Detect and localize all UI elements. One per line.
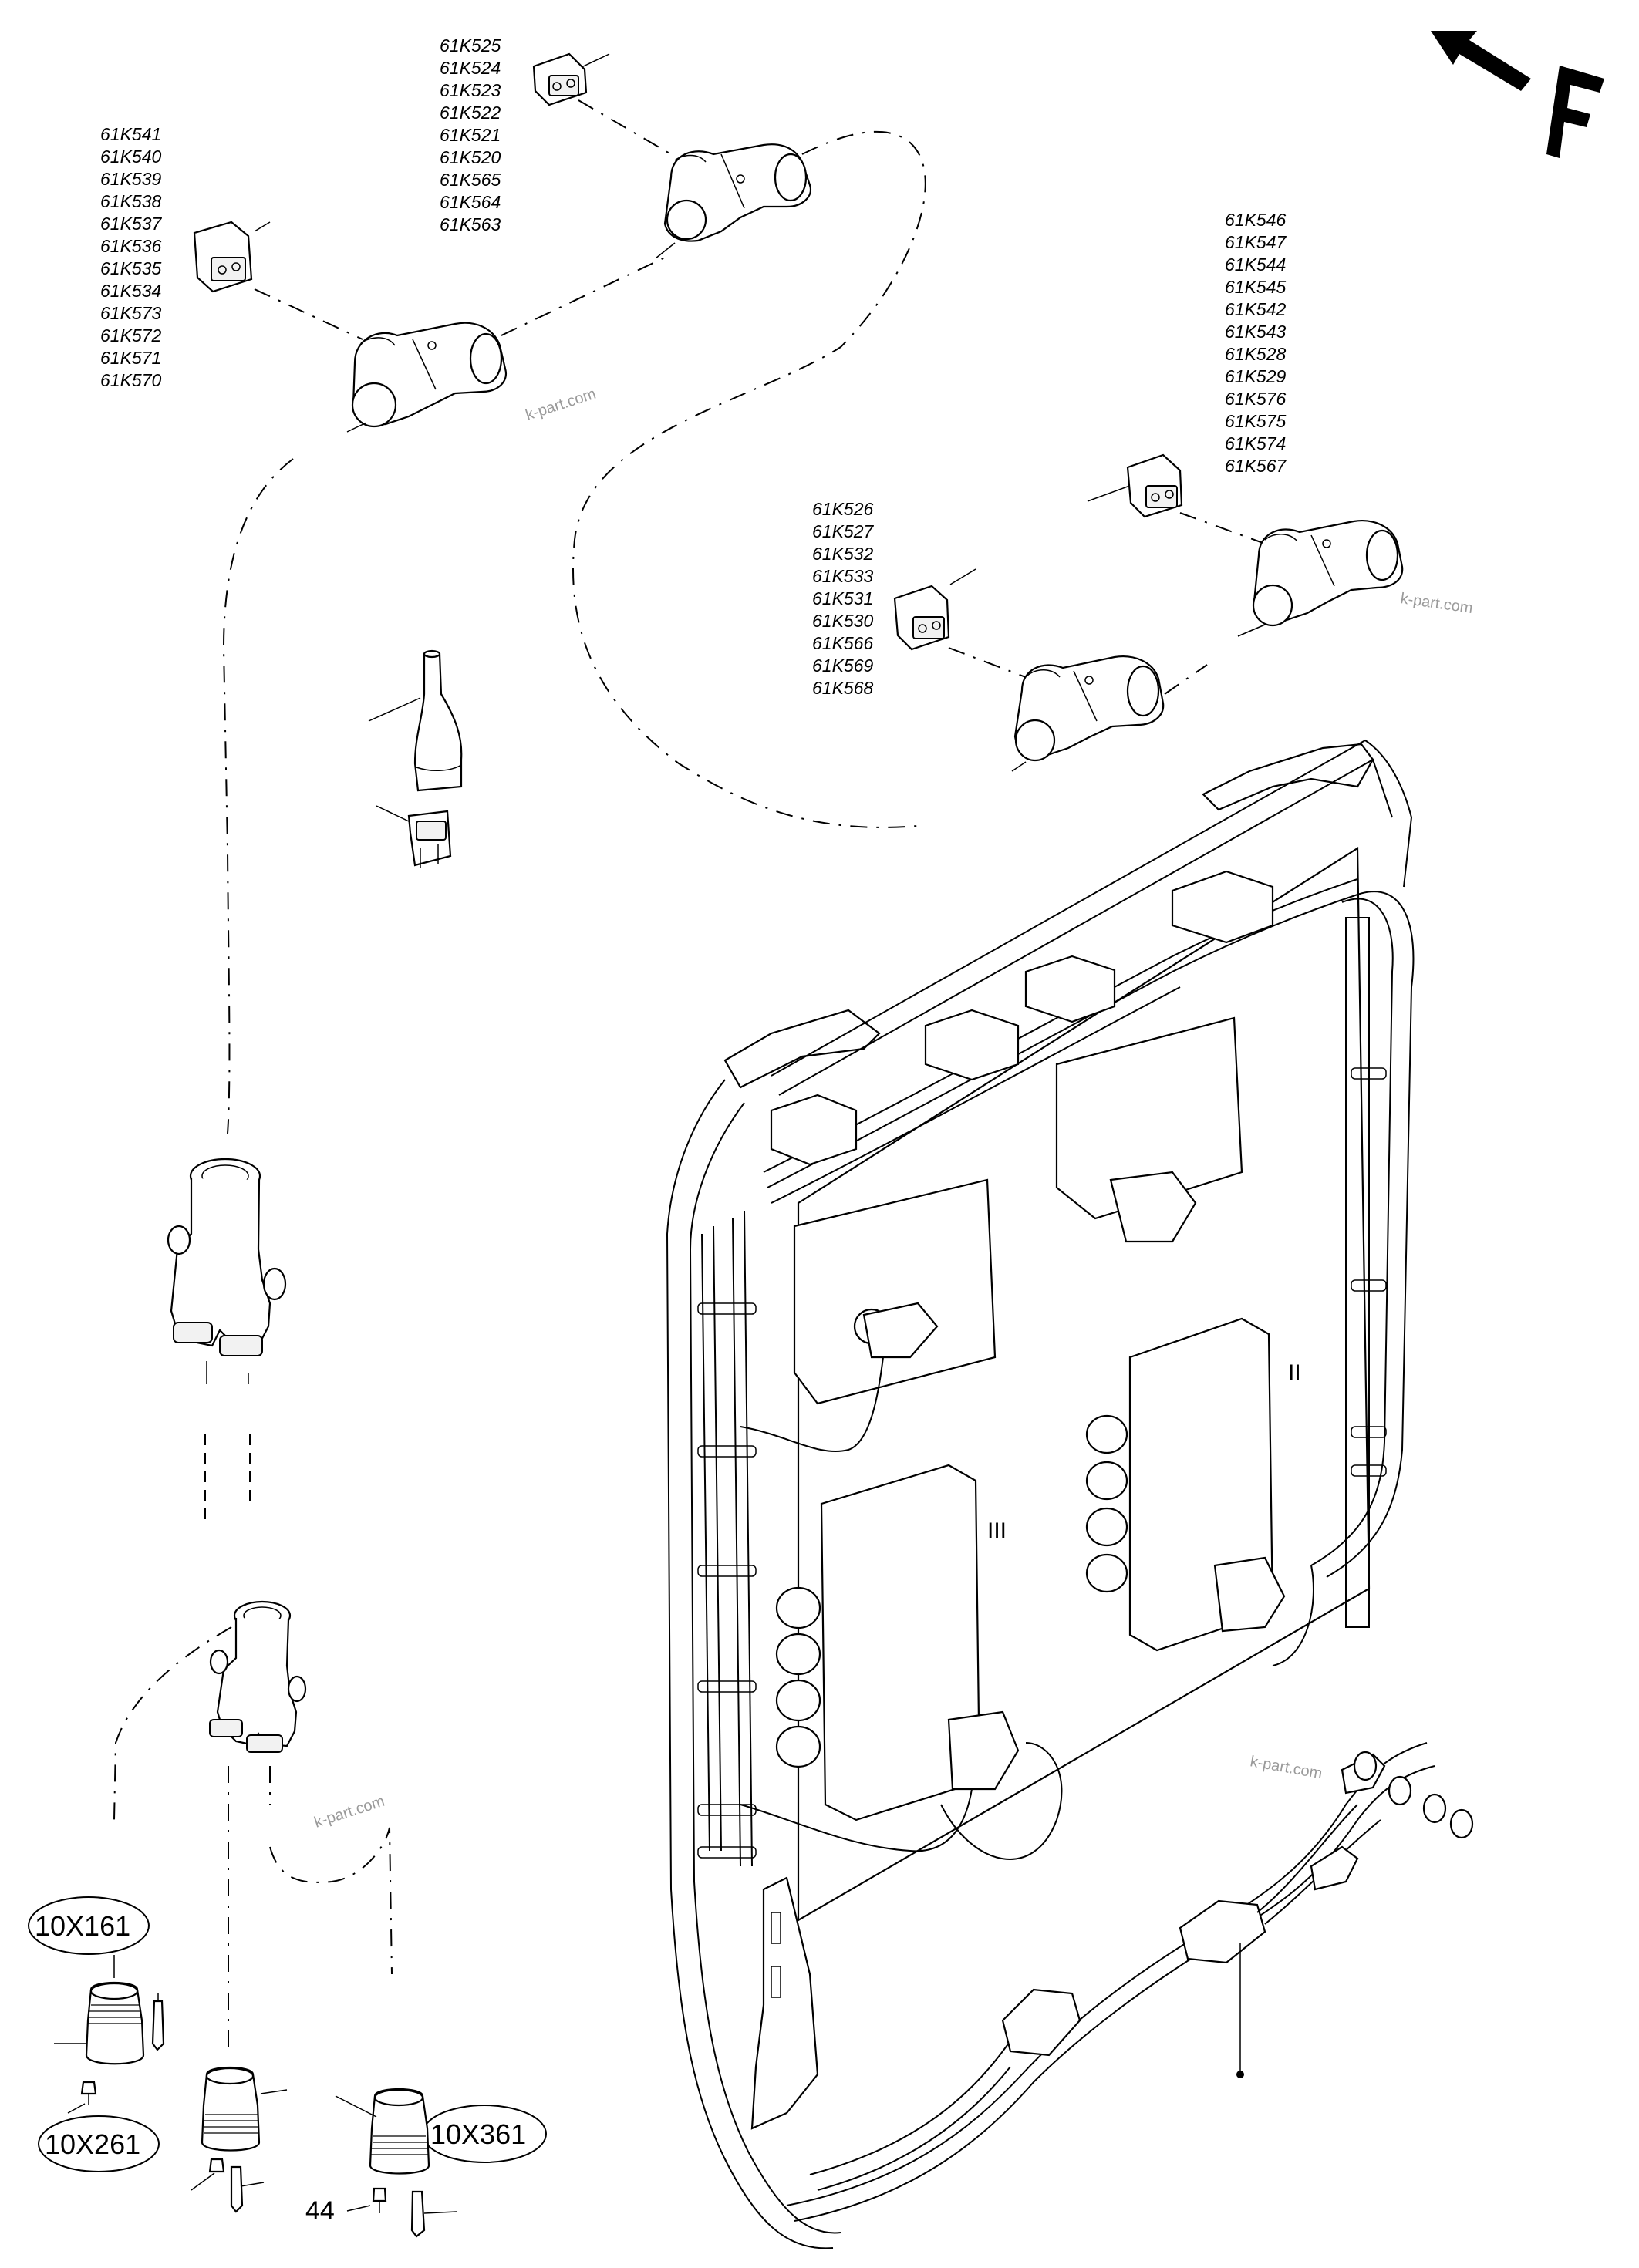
part-code: 61K546 bbox=[1225, 210, 1287, 230]
part-code: 61K533 bbox=[812, 566, 874, 586]
valve-section-mark: III bbox=[987, 1518, 1007, 1544]
part-code: 61K543 bbox=[1225, 322, 1287, 342]
wire-route-loop bbox=[572, 130, 926, 828]
part-code: 61K545 bbox=[1225, 277, 1287, 297]
part-code: 61K576 bbox=[1225, 389, 1287, 409]
watermark: k-part.com bbox=[312, 1793, 387, 1832]
valve-frame-assembly: III II I bbox=[666, 739, 1415, 2249]
y-adapter-large bbox=[167, 1158, 287, 1384]
solenoid-module bbox=[770, 870, 1274, 1166]
valve-block-upper-right bbox=[1055, 1016, 1243, 1243]
part-code: 61K527 bbox=[812, 521, 875, 541]
valve-section-mark: I bbox=[964, 1191, 970, 1216]
part-code: 61K522 bbox=[440, 103, 501, 123]
t-connector-top-left bbox=[346, 322, 508, 433]
t-connector-top-center bbox=[655, 143, 812, 259]
connector-label: 10X161 bbox=[35, 1910, 130, 1942]
small-plug bbox=[376, 805, 452, 868]
part-code: 61K564 bbox=[440, 192, 501, 212]
watermark: k-part.com bbox=[1249, 1753, 1324, 1782]
part-code: 61K566 bbox=[812, 633, 874, 653]
part-code: 61K565 bbox=[440, 170, 501, 190]
part-code: 61K531 bbox=[812, 588, 873, 608]
part-code: 61K521 bbox=[440, 125, 501, 145]
connector-10x161: 10X161 bbox=[28, 1896, 165, 2114]
plug-connector-top-center bbox=[532, 52, 610, 106]
part-code: 61K529 bbox=[1225, 366, 1287, 386]
part-code: 61K542 bbox=[1225, 299, 1287, 319]
part-code: 61K525 bbox=[440, 35, 501, 56]
part-code: 61K539 bbox=[100, 169, 162, 189]
part-code: 61K538 bbox=[100, 191, 162, 211]
lower-wiring-harness bbox=[786, 1742, 1474, 2222]
wire-route-left bbox=[222, 458, 294, 1134]
valve-block-upper-left bbox=[793, 1178, 997, 1405]
item-number-44: 44 bbox=[305, 2196, 371, 2226]
part-code: 61K567 bbox=[1225, 456, 1287, 476]
part-code: 61K532 bbox=[812, 544, 874, 564]
part-code: 61K569 bbox=[812, 655, 874, 676]
part-code: 61K535 bbox=[100, 258, 162, 278]
label-group-top-center: 61K525 61K524 61K523 61K522 61K521 61K52… bbox=[440, 35, 501, 234]
t-connector-middle bbox=[1011, 655, 1165, 772]
part-code: 61K574 bbox=[1225, 433, 1286, 453]
label-group-top-left: 61K541 61K540 61K539 61K538 61K537 61K53… bbox=[100, 124, 163, 390]
part-code: 61K573 bbox=[100, 303, 162, 323]
valve-section-mark: II bbox=[1288, 1360, 1301, 1386]
part-code: 61K528 bbox=[1225, 344, 1287, 364]
part-code: 61K547 bbox=[1225, 232, 1287, 252]
part-code: 61K523 bbox=[440, 80, 501, 100]
connector-10x361: 10X361 bbox=[335, 2088, 547, 2238]
part-code: 61K530 bbox=[812, 611, 874, 631]
y-adapter-small bbox=[209, 1600, 307, 1753]
part-code: 61K571 bbox=[100, 348, 161, 368]
part-code: 61K526 bbox=[812, 499, 874, 519]
front-direction-arrow: F bbox=[1431, 28, 1622, 158]
adapter-leader-lines bbox=[113, 1434, 393, 2051]
part-code: 61K520 bbox=[440, 147, 501, 167]
watermark: k-part.com bbox=[1399, 590, 1474, 617]
valve-block-ii: II bbox=[1085, 1317, 1301, 1652]
connector-label: 10X261 bbox=[45, 2128, 140, 2160]
plug-connector-top-left bbox=[193, 221, 271, 293]
part-code: 61K541 bbox=[100, 124, 161, 144]
part-code: 61K575 bbox=[1225, 411, 1287, 431]
watermark: k-part.com bbox=[524, 386, 599, 424]
rubber-boot bbox=[368, 649, 463, 792]
part-code: 61K536 bbox=[100, 236, 162, 256]
part-code: 61K544 bbox=[1225, 254, 1286, 275]
part-code: 61K568 bbox=[812, 678, 874, 698]
connector-label: 10X361 bbox=[430, 2118, 526, 2150]
plug-connector-middle bbox=[893, 568, 976, 651]
plug-connector-right bbox=[1087, 453, 1183, 518]
connector-10x261: 10X261 bbox=[38, 2066, 288, 2213]
front-arrow-label: F bbox=[1620, 28, 1622, 32]
valve-block-iii: III bbox=[775, 1464, 1020, 1821]
part-code: 61K534 bbox=[100, 281, 161, 301]
part-code: 61K563 bbox=[440, 214, 501, 234]
part-code: 61K572 bbox=[100, 325, 162, 345]
t-connector-right bbox=[1237, 520, 1404, 637]
part-code: 61K537 bbox=[100, 214, 163, 234]
part-code: 61K540 bbox=[100, 147, 162, 167]
part-code: 61K524 bbox=[440, 58, 501, 78]
part-code: 61K570 bbox=[100, 370, 162, 390]
label-group-middle: 61K526 61K527 61K532 61K533 61K531 61K53… bbox=[812, 499, 875, 698]
label-group-right: 61K546 61K547 61K544 61K545 61K542 61K54… bbox=[1225, 210, 1287, 476]
item-number: 44 bbox=[305, 2196, 335, 2226]
